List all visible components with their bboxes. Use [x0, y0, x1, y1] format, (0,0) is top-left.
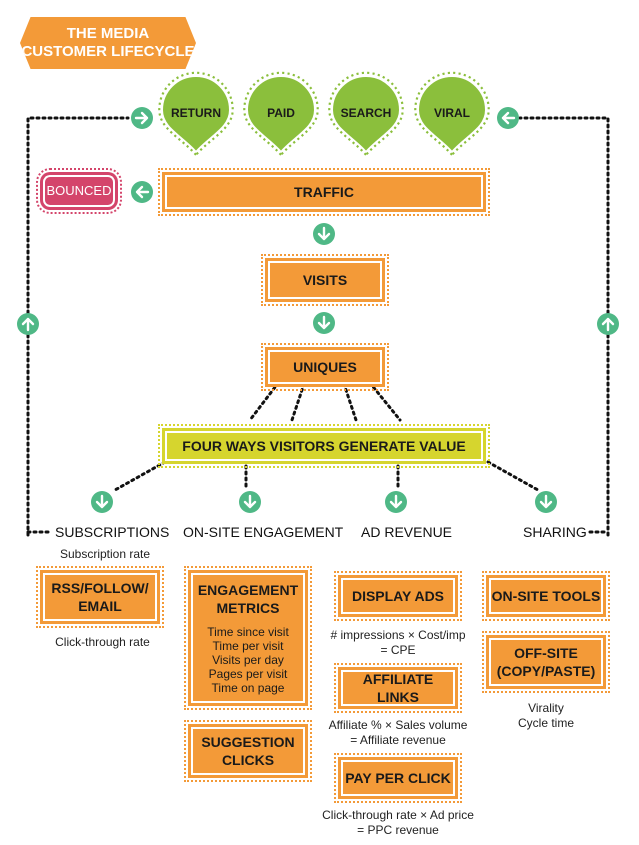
traffic-box: TRAFFIC [158, 168, 490, 216]
suggestion-line-2: CLICKS [221, 752, 275, 768]
click-through-rate-label: Click-through rate [55, 635, 150, 649]
arrow-up-icon [15, 311, 41, 337]
source-return: RETURN [171, 106, 221, 120]
sharing-note-line-2: Cycle time [517, 716, 574, 730]
four-ways-box: FOUR WAYS VISITORS GENERATE VALUE [158, 424, 490, 468]
display-note-line-1: # impressions × Cost/imp [330, 628, 466, 642]
title-line-2: CUSTOMER LIFECYCLE [21, 43, 195, 60]
rss-line-1: RSS/FOLLOW/ [51, 580, 149, 596]
category-sharing: SHARING [523, 524, 587, 540]
arrow-left-icon [495, 105, 521, 131]
off-site-box: OFF-SITE (COPY/PASTE) [482, 631, 610, 693]
metric-time-per-visit: Time per visit [212, 639, 284, 653]
uniques-box: UNIQUES [261, 343, 389, 391]
visits-box: VISITS [261, 254, 389, 306]
subscription-rate-label: Subscription rate [59, 547, 151, 561]
arrow-down-icon [383, 489, 409, 515]
engagement-title-line-2: METRICS [216, 600, 280, 616]
arrow-down-icon [89, 489, 115, 515]
affiliate-note-line-2: = Affiliate revenue [350, 733, 446, 747]
diagram-title: THE MEDIA CUSTOMER LIFECYCLE [20, 17, 196, 69]
metric-time-on-page: Time on page [211, 681, 285, 695]
arrow-up-icon [595, 311, 621, 337]
metric-pages-per-visit: Pages per visit [208, 667, 288, 681]
display-ads-note: # impressions × Cost/imp = CPE [318, 628, 478, 658]
ppc-note: Click-through rate × Ad price = PPC reve… [313, 808, 483, 838]
category-engagement: ON-SITE ENGAGEMENT [183, 524, 344, 540]
arrow-left-icon [129, 179, 155, 205]
bounced-box: BOUNCED [36, 168, 122, 214]
affiliate-note-line-1: Affiliate % × Sales volume [328, 718, 468, 732]
source-paid: PAID [267, 106, 295, 120]
category-ad-revenue: AD REVENUE [361, 524, 453, 540]
offsite-line-1: OFF-SITE [514, 645, 578, 661]
display-ads-box: DISPLAY ADS [334, 571, 462, 621]
suggestion-clicks-box: SUGGESTION CLICKS [184, 720, 312, 782]
metric-visits-per-day: Visits per day [212, 653, 284, 667]
pay-per-click-box: PAY PER CLICK [334, 753, 462, 803]
display-note-line-2: = CPE [380, 643, 416, 657]
ppc-note-line-1: Click-through rate × Ad price [322, 808, 474, 822]
ppc-note-line-2: = PPC revenue [357, 823, 439, 837]
sharing-note-line-1: Virality [528, 701, 564, 715]
suggestion-line-1: SUGGESTION [201, 734, 295, 750]
rss-line-2: EMAIL [78, 598, 122, 614]
source-search: SEARCH [340, 106, 392, 120]
arrow-down-icon [237, 489, 263, 515]
source-viral: VIRAL [434, 106, 470, 120]
metric-time-since-visit: Time since visit [207, 625, 289, 639]
arrow-down-icon [311, 221, 337, 247]
sharing-note: Virality Cycle time [486, 701, 606, 731]
rss-follow-email-box: RSS/FOLLOW/ EMAIL [36, 566, 164, 628]
affiliate-note: Affiliate % × Sales volume = Affiliate r… [318, 718, 478, 748]
engagement-metrics-box: ENGAGEMENT METRICS Time since visit Time… [184, 566, 312, 710]
on-site-tools-box: ON-SITE TOOLS [482, 571, 610, 621]
engagement-title-line-1: ENGAGEMENT [197, 582, 299, 598]
affiliate-links-box: AFFILIATE LINKS [334, 663, 462, 713]
arrow-down-icon [533, 489, 559, 515]
category-subscriptions: SUBSCRIPTIONS [55, 524, 170, 540]
title-line-1: THE MEDIA [66, 25, 150, 42]
offsite-line-2: (COPY/PASTE) [496, 663, 596, 679]
arrow-right-icon [129, 105, 155, 131]
arrow-down-icon [311, 310, 337, 336]
